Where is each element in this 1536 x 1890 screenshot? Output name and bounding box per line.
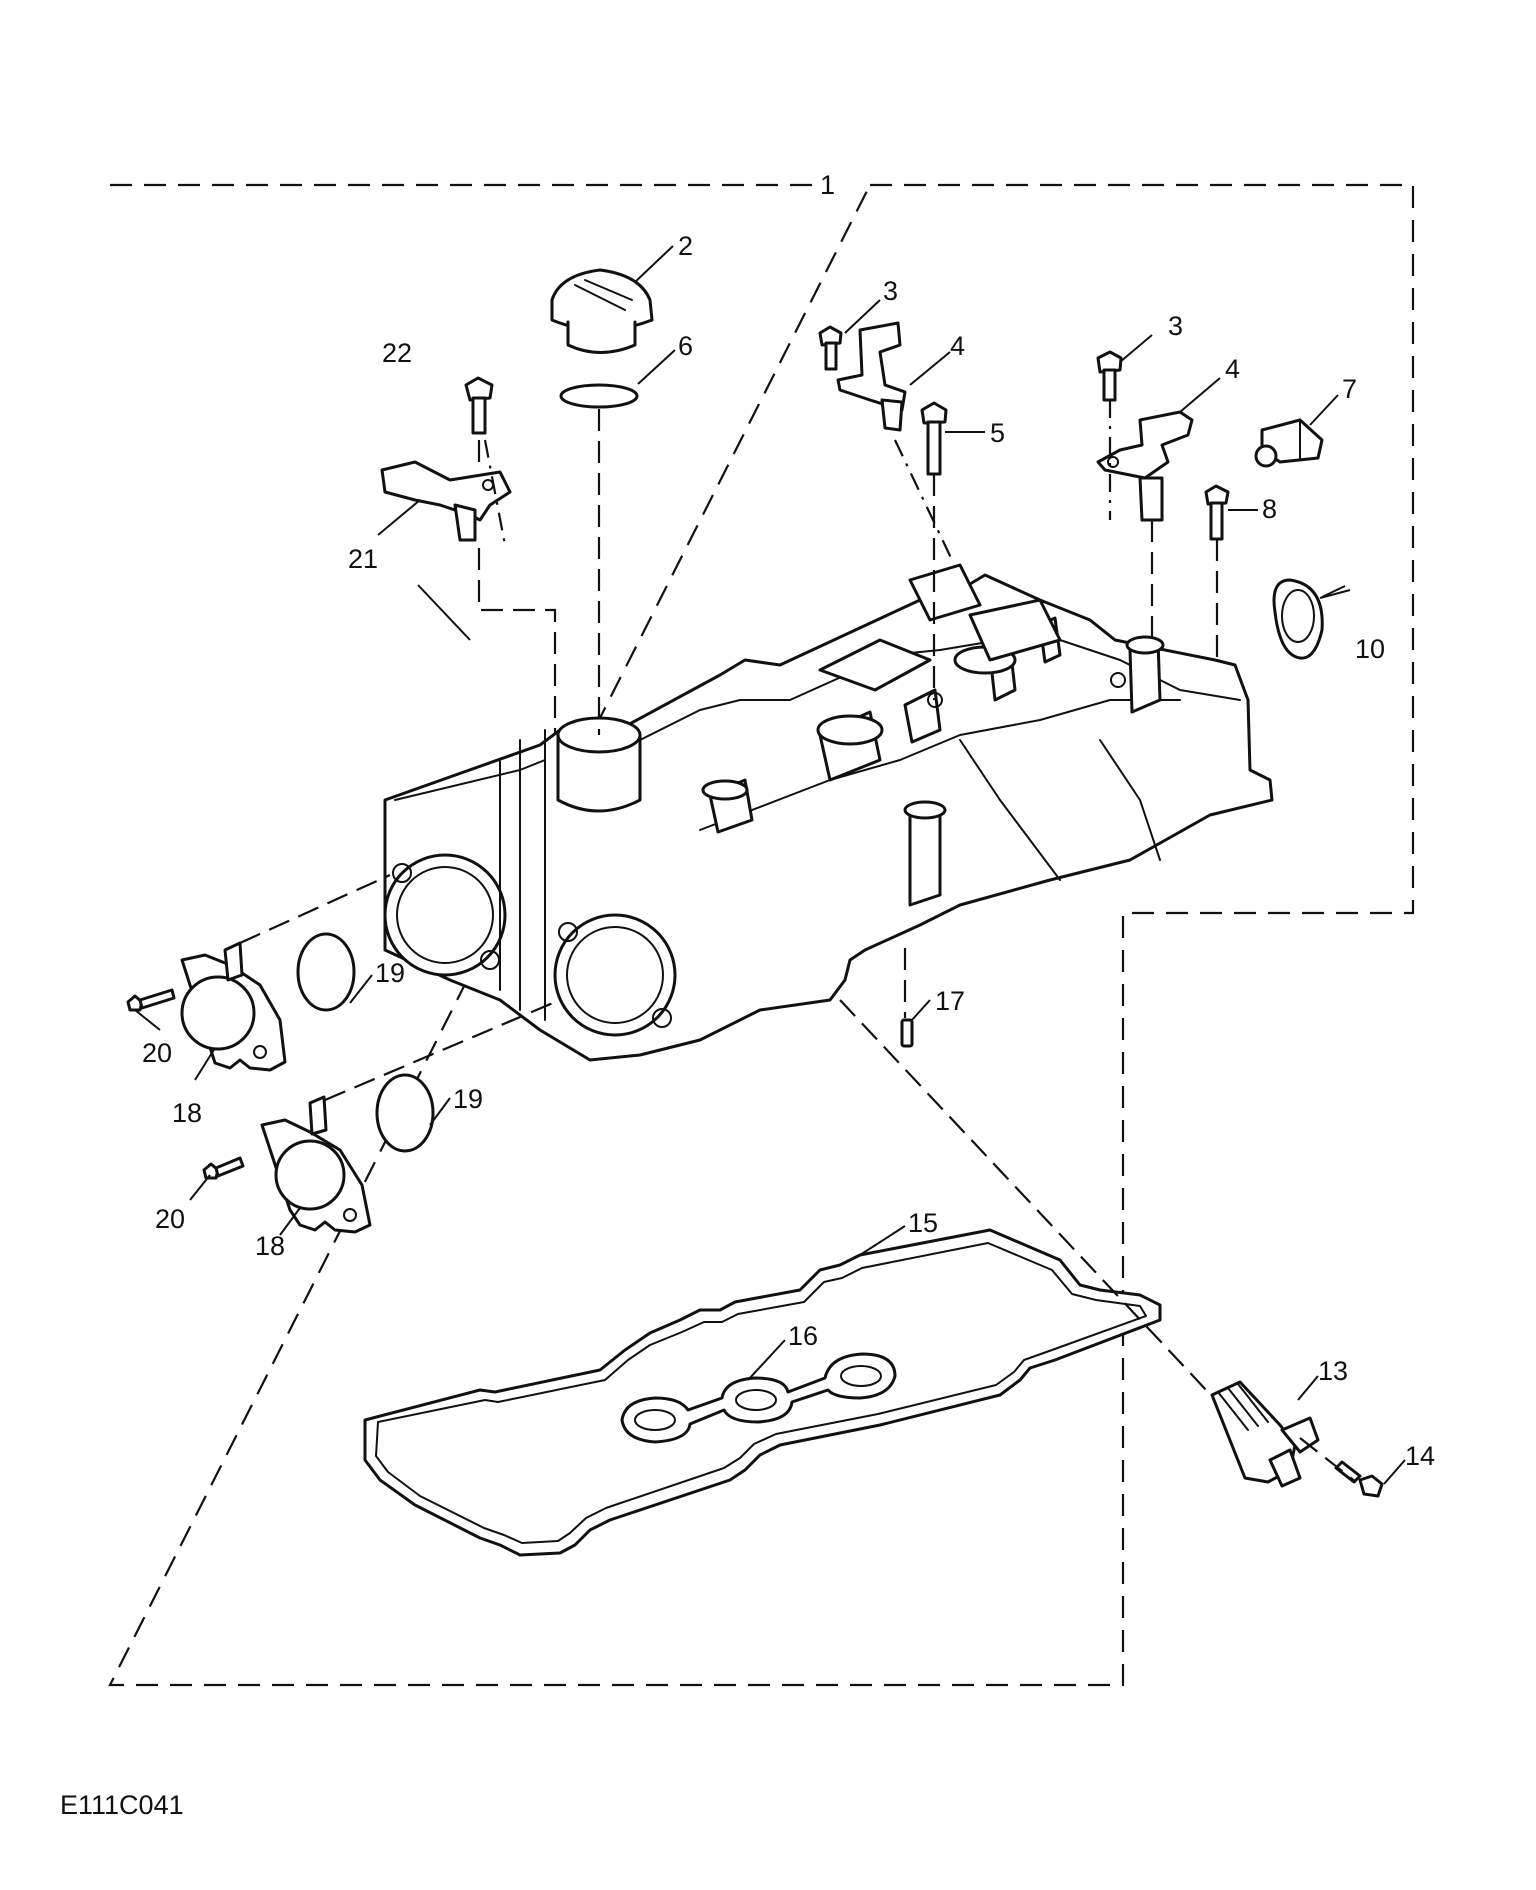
callout-numbers: 1 2 3 3 4 4 5 6 7 8 10 13 14 15 16 17 18… (142, 170, 1435, 1471)
callout-4-left: 4 (950, 331, 965, 361)
sensor-4-right (1096, 410, 1194, 522)
callout-2: 2 (678, 231, 693, 261)
o-ring-19-lower (375, 1073, 435, 1153)
callout-10: 10 (1355, 634, 1385, 664)
assembly-lines (239, 400, 1357, 1483)
callout-14: 14 (1405, 1441, 1435, 1471)
callout-6: 6 (678, 331, 693, 361)
actuator-18-lower (260, 1095, 372, 1234)
seal-10 (1272, 578, 1324, 660)
bolt-20-lower (202, 1156, 245, 1180)
sensor-4-left (836, 321, 907, 432)
callout-8: 8 (1262, 494, 1277, 524)
callout-3-left: 3 (883, 276, 898, 306)
callout-17: 17 (935, 986, 965, 1016)
oil-filler-cap (550, 268, 654, 354)
bolt-20-upper (126, 988, 176, 1012)
plug-seal-16 (620, 1352, 897, 1444)
actuator-18-upper (180, 941, 287, 1072)
cover-bosses (701, 563, 1165, 907)
callout-20-lower: 20 (155, 1204, 185, 1234)
bolt-8 (1204, 484, 1230, 541)
bolt-5 (920, 401, 948, 476)
dowel-17 (900, 1018, 914, 1048)
callout-19-upper: 19 (375, 958, 405, 988)
o-ring-19-upper (296, 932, 356, 1012)
solenoid-13 (1210, 1380, 1320, 1488)
kit-boundary-frame (108, 183, 1415, 1687)
cap-o-ring (559, 383, 639, 409)
bolt-14 (1334, 1460, 1384, 1498)
callout-16: 16 (788, 1321, 818, 1351)
callout-4-right: 4 (1225, 354, 1240, 384)
callout-18-lower: 18 (255, 1231, 285, 1261)
sensor-bolt-22 (464, 376, 494, 435)
callout-15: 15 (908, 1208, 938, 1238)
figure-code: E111C041 (60, 1790, 184, 1820)
callout-5: 5 (990, 418, 1005, 448)
callout-20-upper: 20 (142, 1038, 172, 1068)
sensor-21 (380, 460, 512, 542)
callout-22: 22 (382, 338, 412, 368)
front-bore-lower (553, 913, 677, 1037)
pressure-sender-7 (1254, 418, 1324, 468)
bolt-3-right (1096, 350, 1123, 402)
callout-1: 1 (820, 170, 835, 200)
cam-cover-housing (383, 563, 1274, 1062)
callout-leaders (134, 245, 1406, 1485)
callout-13: 13 (1318, 1356, 1348, 1386)
callout-3-right: 3 (1168, 311, 1183, 341)
callout-19-lower: 19 (453, 1084, 483, 1114)
bolt-3-left (818, 325, 843, 371)
callout-21: 21 (348, 544, 378, 574)
callout-7: 7 (1342, 374, 1357, 404)
front-bore-upper (383, 853, 507, 977)
callout-18-upper: 18 (172, 1098, 202, 1128)
oil-filler-neck (556, 716, 642, 813)
